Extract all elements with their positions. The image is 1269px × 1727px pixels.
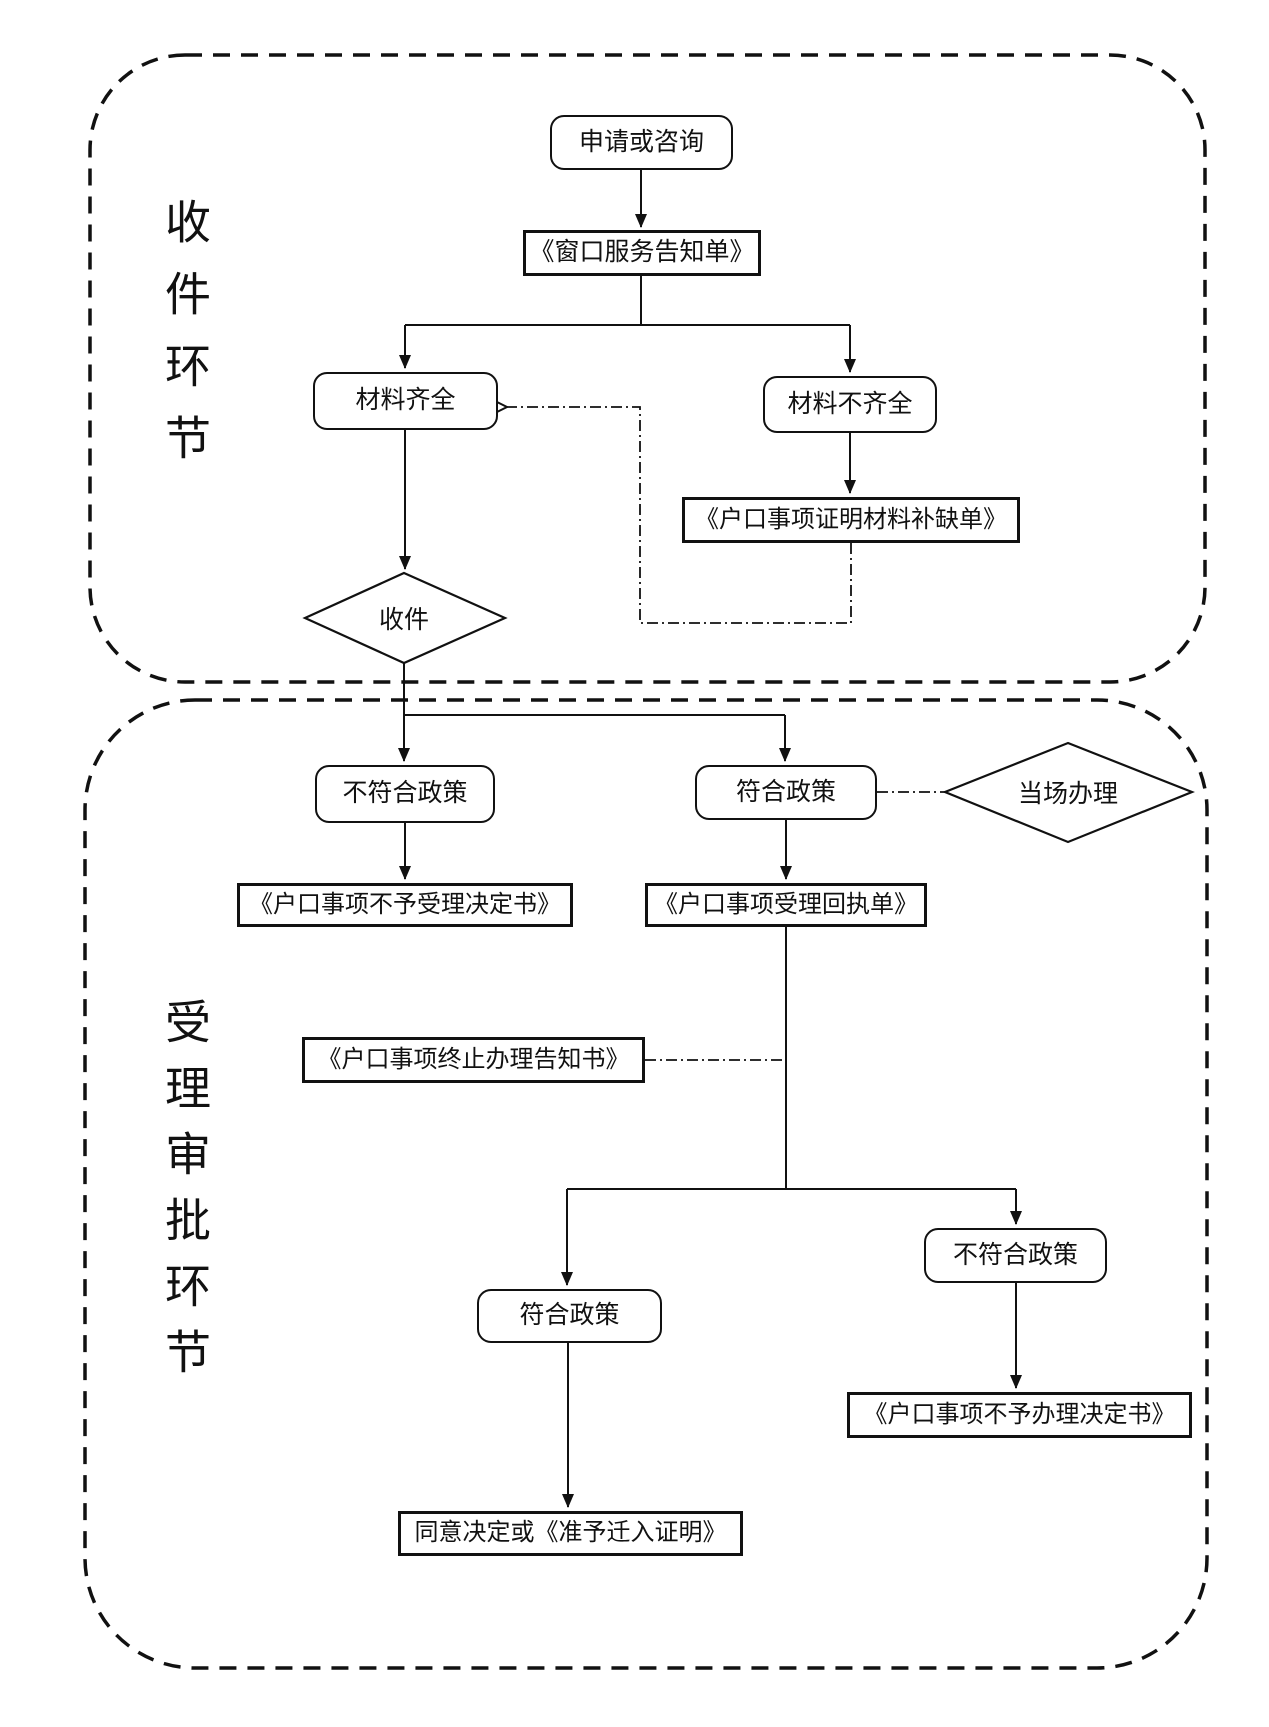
node-onsite-handling-label: 当场办理 xyxy=(1017,780,1118,808)
node-termination-notice: 《户口事项终止办理告知书》 xyxy=(302,1037,645,1083)
node-not-meet-policy-2: 不符合政策 xyxy=(924,1228,1107,1283)
receive-decision-diamond xyxy=(302,571,508,665)
node-materials-incomplete: 材料不齐全 xyxy=(763,376,937,433)
solid-connectors xyxy=(398,170,1022,1508)
node-receive-label: 收件 xyxy=(378,606,429,634)
node-not-meet-policy-1: 不符合政策 xyxy=(315,765,495,823)
intake-stage-container xyxy=(88,53,1207,684)
node-acceptance-receipt: 《户口事项受理回执单》 xyxy=(645,883,927,927)
intake-stage-label: 收件环节 xyxy=(159,198,211,486)
review-stage-label: 受理审批环节 xyxy=(159,998,211,1394)
node-no-handling-decision: 《户口事项不予办理决定书》 xyxy=(847,1392,1192,1438)
node-apply: 申请或咨询 xyxy=(550,115,733,170)
node-meet-policy-1: 符合政策 xyxy=(695,765,877,820)
node-rejection-decision: 《户口事项不予受理决定书》 xyxy=(237,883,573,927)
node-approval: 同意决定或《准予迁入证明》 xyxy=(398,1511,743,1556)
review-stage-container xyxy=(83,698,1209,1670)
node-materials-complete: 材料齐全 xyxy=(313,372,498,430)
node-service-notice: 《窗口服务告知单》 xyxy=(523,230,761,276)
dashdot-connectors xyxy=(506,407,945,1061)
node-meet-policy-2: 符合政策 xyxy=(477,1289,662,1343)
onsite-decision-diamond xyxy=(942,741,1195,844)
node-supplement-list: 《户口事项证明材料补缺单》 xyxy=(682,497,1020,543)
